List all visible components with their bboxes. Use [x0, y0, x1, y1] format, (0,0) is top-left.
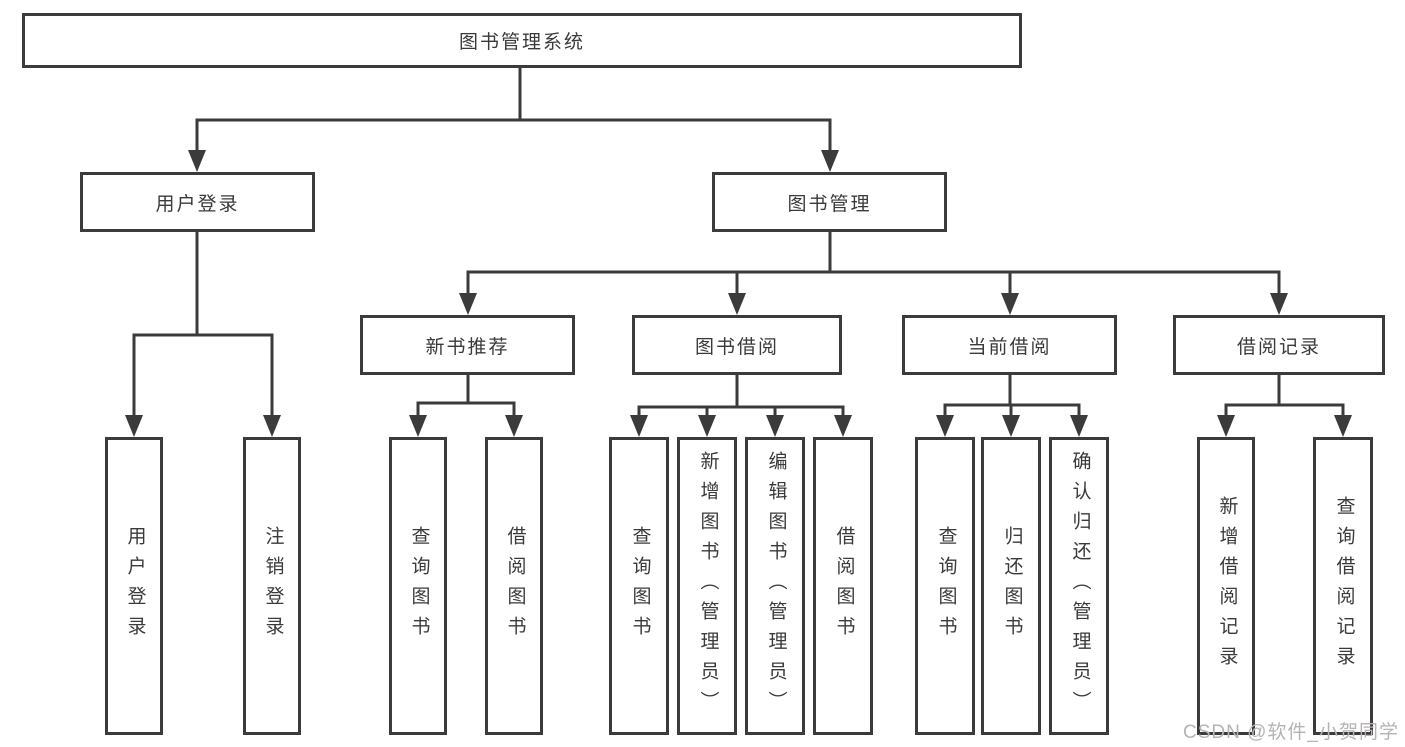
node-root: 图书管理系统 [22, 13, 1022, 68]
node-leaf-br-query: 查询借阅记录 [1313, 437, 1373, 735]
node-leaf-nbr-borrow-label: 借阅图书 [504, 526, 526, 646]
node-leaf-cb-query: 查询图书 [915, 437, 975, 735]
node-leaf-cb-query-label: 查询图书 [935, 526, 957, 646]
node-leaf-bb-edit: 编辑图书（管理员） [745, 437, 805, 735]
connector-book-borrow [637, 375, 845, 418]
node-borrow-records-label: 借阅记录 [1236, 336, 1321, 358]
node-root-label: 图书管理系统 [458, 32, 585, 53]
node-current-borrow-label: 当前借阅 [967, 336, 1052, 358]
node-user-login: 用户登录 [80, 172, 315, 232]
node-leaf-nbr-query-label: 查询图书 [408, 526, 430, 646]
node-book-mgmt-label: 图书管理 [787, 193, 872, 215]
node-leaf-cb-return-label: 归还图书 [1001, 526, 1023, 646]
node-leaf-nbr-query: 查询图书 [389, 437, 447, 735]
node-leaf-cb-confirm-label: 确认归还（管理员） [1069, 451, 1091, 721]
node-leaf-bb-add: 新增图书（管理员） [677, 437, 737, 735]
node-leaf-bb-borrow: 借阅图书 [813, 437, 873, 735]
connector-borrow-records [1224, 375, 1345, 418]
watermark: CSDN @软件_小贺同学 [1183, 722, 1399, 743]
node-leaf-logout-label: 注销登录 [262, 526, 284, 646]
node-leaf-logout: 注销登录 [243, 437, 301, 735]
node-leaf-nbr-borrow: 借阅图书 [485, 437, 543, 735]
connector-book-mgmt [466, 232, 1281, 296]
connector-new-book-rec [416, 375, 516, 418]
node-user-login-label: 用户登录 [155, 193, 240, 215]
node-book-borrow-label: 图书借阅 [694, 336, 779, 358]
node-leaf-user-login: 用户登录 [105, 437, 163, 735]
connector-root [195, 68, 832, 152]
node-leaf-cb-return: 归还图书 [981, 437, 1041, 735]
node-book-borrow: 图书借阅 [632, 315, 842, 375]
node-new-book-rec: 新书推荐 [360, 315, 575, 375]
node-borrow-records: 借阅记录 [1173, 315, 1385, 375]
node-leaf-bb-query: 查询图书 [609, 437, 669, 735]
node-leaf-user-login-label: 用户登录 [124, 526, 146, 646]
node-leaf-bb-edit-label: 编辑图书（管理员） [765, 451, 787, 721]
node-leaf-br-query-label: 查询借阅记录 [1333, 496, 1355, 676]
node-leaf-br-add: 新增借阅记录 [1197, 437, 1255, 735]
node-leaf-br-add-label: 新增借阅记录 [1216, 496, 1238, 676]
node-leaf-cb-confirm: 确认归还（管理员） [1049, 437, 1109, 735]
connector-user-login [132, 232, 274, 418]
node-leaf-bb-query-label: 查询图书 [629, 526, 651, 646]
connector-current-borrow [943, 375, 1081, 418]
node-leaf-bb-add-label: 新增图书（管理员） [697, 451, 719, 721]
node-book-mgmt: 图书管理 [712, 172, 947, 232]
node-new-book-rec-label: 新书推荐 [425, 336, 510, 358]
node-current-borrow: 当前借阅 [902, 315, 1117, 375]
node-leaf-bb-borrow-label: 借阅图书 [833, 526, 855, 646]
